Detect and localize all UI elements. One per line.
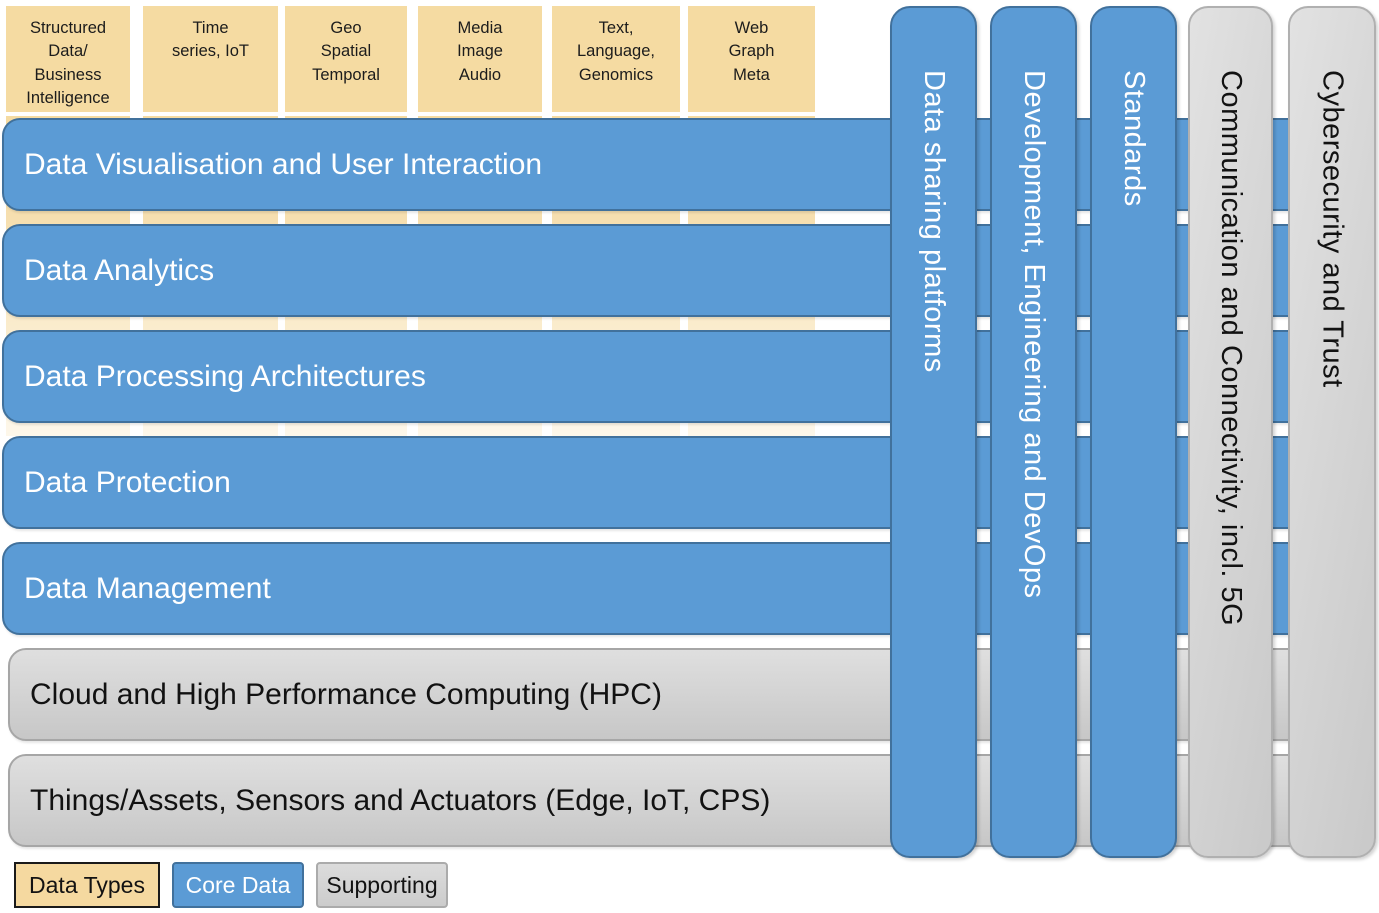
legend-data-types: Data Types (14, 862, 160, 908)
row-label: Data Protection (24, 465, 231, 499)
legend-core-data: Core Data (172, 862, 304, 908)
column-label: Development, Engineering and DevOps (1018, 70, 1050, 599)
column-label: Communication and Connectivity, incl. 5G (1215, 70, 1247, 627)
column-label: Cybersecurity and Trust (1316, 70, 1349, 388)
legend-supporting: Supporting (316, 862, 448, 908)
row-label: Data Processing Architectures (24, 359, 426, 393)
legend-label: Core Data (185, 871, 291, 898)
legend-label: Supporting (326, 871, 438, 898)
column-standards: Standards (1090, 6, 1177, 858)
column-data-sharing-platforms: Data sharing platforms (890, 6, 977, 858)
row-label: Cloud and High Performance Computing (HP… (30, 677, 662, 711)
column-label: Standards (1118, 70, 1150, 207)
column-cybersecurity-and-trust: Cybersecurity and Trust (1288, 6, 1376, 858)
legend-label: Data Types (29, 871, 145, 898)
column-development-engineering-devops: Development, Engineering and DevOps (990, 6, 1077, 858)
row-label: Things/Assets, Sensors and Actuators (Ed… (30, 783, 771, 817)
data-type-box-text-language-genomics: Text,Language,Genomics (552, 6, 680, 112)
row-label: Data Management (24, 571, 271, 605)
column-label: Data sharing platforms (918, 70, 950, 373)
row-label: Data Analytics (24, 253, 215, 287)
row-label: Data Visualisation and User Interaction (24, 147, 543, 181)
column-communication-and-connectivity-5g: Communication and Connectivity, incl. 5G (1188, 6, 1273, 858)
